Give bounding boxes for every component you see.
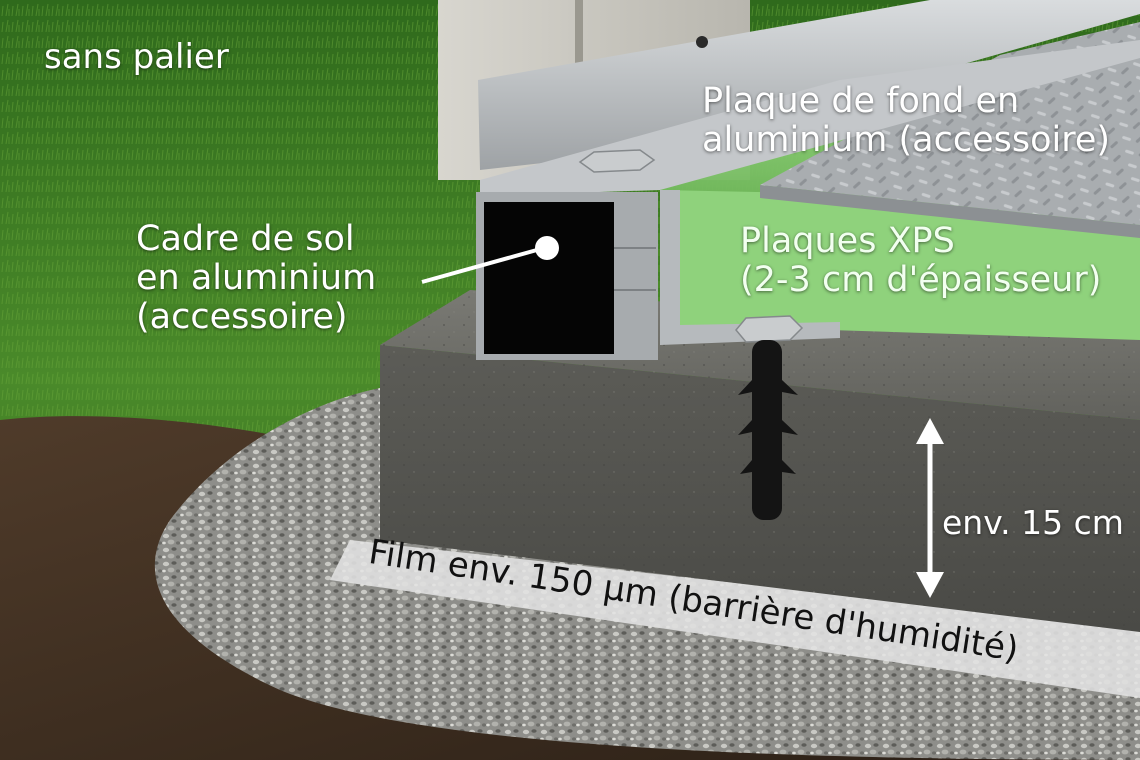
- bolt-head-icon: [735, 315, 804, 343]
- label-base-plate: Plaque de fond en aluminium (accessoire): [702, 81, 1111, 161]
- wall-panel-seam: [575, 0, 583, 70]
- base-plate-edge: [760, 185, 1140, 238]
- label-xps-panels: Plaques XPS (2-3 cm d'épaisseur): [740, 221, 1102, 301]
- label-slab-thickness: env. 15 cm: [942, 503, 1124, 542]
- frame-callout-line: [421, 246, 545, 284]
- moisture-film: [330, 540, 1140, 698]
- bolt-head-icon: [578, 149, 656, 173]
- double-headed-arrow-icon: [916, 418, 944, 598]
- ground-frame-hollow: [484, 202, 614, 354]
- label-ground-frame: Cadre de sol en aluminium (accessoire): [136, 219, 377, 338]
- xps-panels-front: [660, 190, 1140, 340]
- aluminium-rail-upper: [478, 0, 1140, 170]
- rail-hole: [696, 36, 708, 48]
- wall-dowel-icon: [738, 340, 798, 520]
- aluminium-angle-bracket: [660, 190, 840, 345]
- label-sans-palier: sans palier: [44, 37, 229, 77]
- callout-dot-icon: [535, 236, 559, 260]
